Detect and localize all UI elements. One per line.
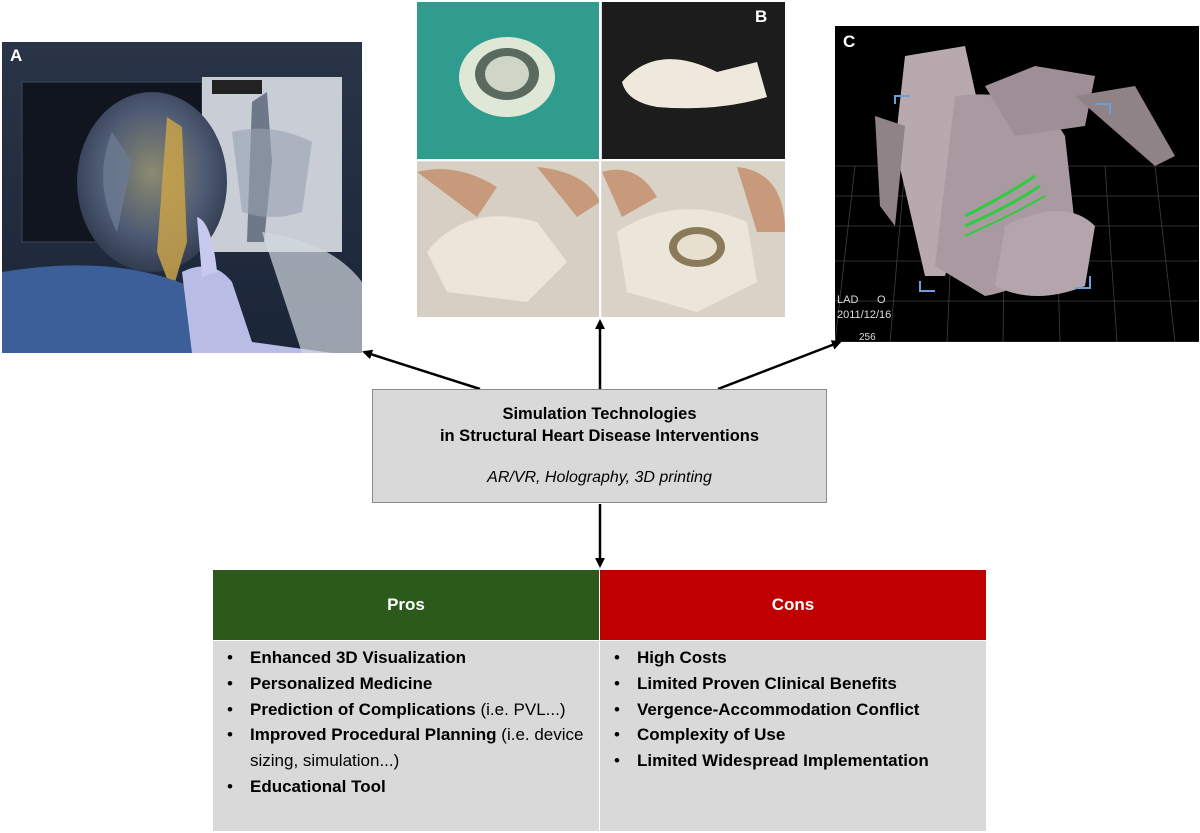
center-subtitle: AR/VR, Holography, 3D printing (487, 469, 712, 486)
center-title-line1: Simulation Technologies (502, 405, 697, 423)
3d-printing-photo-illustration (417, 2, 785, 317)
overlay-number: 256 (859, 332, 876, 342)
panel-label-a: A (10, 46, 23, 65)
pros-list-cell: Enhanced 3D Visualization Personalized M… (213, 641, 599, 831)
panel-b-3d-printing-photos: B (417, 2, 785, 317)
center-title: Simulation Technologies in Structural He… (373, 403, 826, 447)
pros-item: Personalized Medicine (225, 671, 589, 697)
pros-item: Enhanced 3D Visualization (225, 645, 589, 671)
cons-item: Vergence-Accommodation Conflict (612, 697, 976, 723)
cons-item: Complexity of Use (612, 722, 976, 748)
center-summary-box: Simulation Technologies in Structural He… (372, 389, 827, 503)
overlay-lad: LAD (837, 294, 859, 306)
cons-list: High Costs Limited Proven Clinical Benef… (612, 645, 976, 774)
pros-cons-table: Pros Cons Enhanced 3D Visualization Pers… (213, 570, 986, 831)
cons-list-cell: High Costs Limited Proven Clinical Benef… (600, 641, 986, 831)
cons-header: Cons (600, 570, 986, 640)
pros-header: Pros (213, 570, 599, 640)
pros-item: Educational Tool (225, 774, 589, 800)
panel-label-c: C (843, 32, 856, 51)
cons-item: High Costs (612, 645, 976, 671)
center-title-line2: in Structural Heart Disease Intervention… (439, 427, 760, 445)
arrow-to-panel-c (717, 340, 842, 391)
overlay-date: 2011/12/16 (837, 309, 892, 321)
3d-reconstruction-illustration (835, 26, 1199, 342)
cons-item: Limited Widespread Implementation (612, 748, 976, 774)
hologram-photo-illustration (2, 42, 362, 353)
overlay-o: O (877, 294, 886, 306)
cons-item: Limited Proven Clinical Benefits (612, 671, 976, 697)
arrow-to-panel-a (362, 349, 481, 391)
panel-label-b: B (755, 7, 768, 26)
panel-a-hologram-photo: A (2, 42, 362, 353)
pros-list: Enhanced 3D Visualization Personalized M… (225, 645, 589, 800)
panel-c-3d-reconstruction: C LAD O 2011/12/16 256 (835, 26, 1199, 342)
pros-item: Improved Procedural Planning (i.e. devic… (225, 722, 589, 774)
pros-item: Prediction of Complications (i.e. PVL...… (225, 697, 589, 723)
